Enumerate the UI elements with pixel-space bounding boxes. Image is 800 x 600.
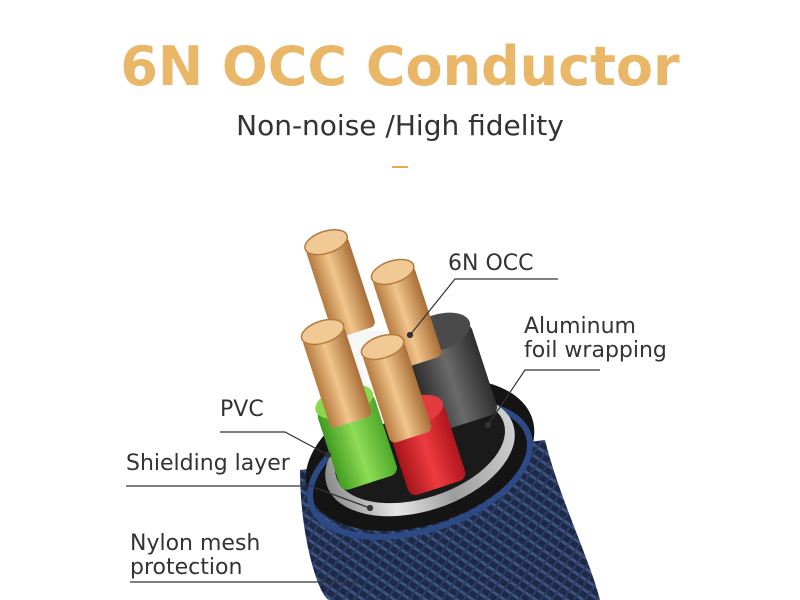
label-6n-occ-text: 6N OCC	[448, 252, 534, 276]
label-nylon-line2: protection	[130, 556, 260, 580]
label-6n-occ: 6N OCC	[448, 252, 534, 276]
label-nylon-mesh: Nylon mesh protection	[130, 532, 260, 580]
label-aluminum-line1: Aluminum	[524, 315, 667, 339]
label-shielding-layer: Shielding layer	[126, 452, 290, 476]
label-shielding-text: Shielding layer	[126, 452, 290, 476]
label-aluminum-foil: Aluminum foil wrapping	[524, 315, 667, 363]
label-nylon-line1: Nylon mesh	[130, 532, 260, 556]
label-pvc-text: PVC	[220, 398, 264, 422]
label-aluminum-line2: foil wrapping	[524, 339, 667, 363]
label-pvc: PVC	[220, 398, 264, 422]
